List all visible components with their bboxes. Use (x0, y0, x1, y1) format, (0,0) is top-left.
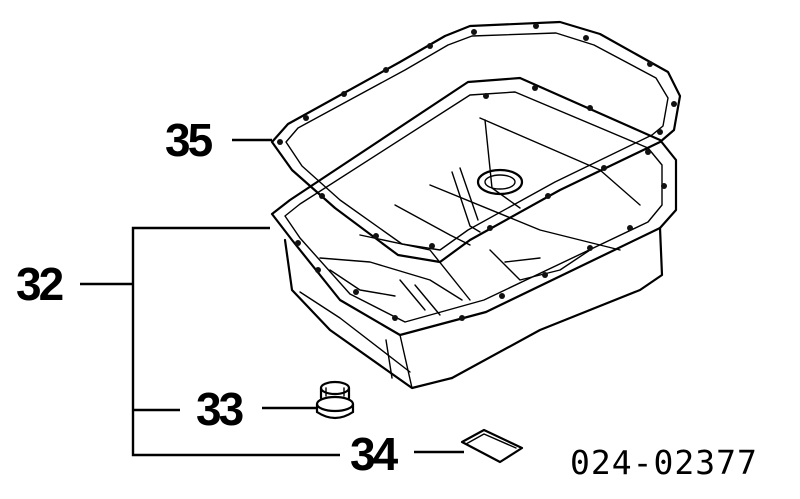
callout-33: 33 (196, 383, 243, 435)
pan-bolt-holes (295, 85, 667, 321)
drain-plug (315, 380, 355, 420)
oil-pan (270, 76, 678, 390)
oil-pan-gasket (270, 20, 682, 264)
callout-35: 35 (165, 114, 213, 166)
callout-34: 34 (350, 428, 399, 480)
seal-pad (460, 428, 524, 464)
gasket-bolt-holes (277, 23, 677, 249)
leader-lines (80, 138, 464, 457)
callout-32: 32 (16, 258, 63, 310)
reference-code: 024-02377 (570, 443, 758, 482)
